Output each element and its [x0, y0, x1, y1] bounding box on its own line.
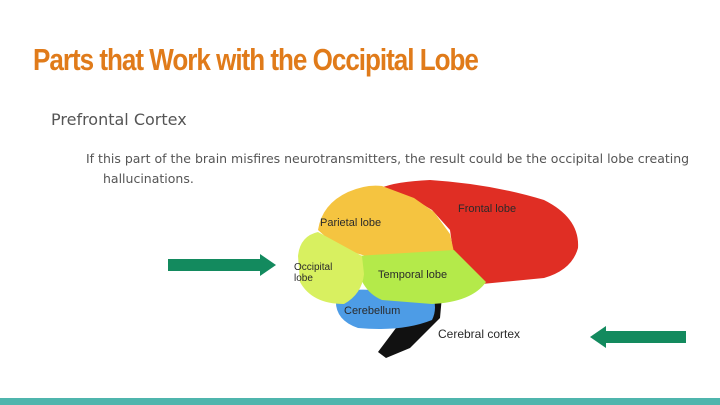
arrow-right-icon: [168, 254, 276, 276]
label-cerebral-cortex: Cerebral cortex: [438, 327, 520, 341]
slide-title: Parts that Work with the Occipital Lobe: [33, 42, 479, 77]
label-occipital-line1: Occipital: [294, 262, 332, 273]
label-cerebellum: Cerebellum: [344, 305, 400, 317]
temporal-lobe-region: [356, 250, 486, 304]
parietal-lobe-region: [318, 185, 454, 256]
brain-diagram: Frontal lobe Parietal lobe Occipital lob…: [294, 180, 579, 358]
bullet-level2: If this part of the brain misfires neuro…: [86, 151, 690, 186]
arrow-left-icon: [590, 326, 686, 348]
label-frontal-lobe: Frontal lobe: [458, 203, 516, 215]
label-parietal-lobe: Parietal lobe: [320, 217, 381, 229]
label-temporal-lobe: Temporal lobe: [378, 269, 447, 281]
occipital-lobe-region: [298, 232, 364, 304]
label-occipital-line2: lobe: [294, 273, 313, 284]
bullet-level1-text: Prefrontal Cortex: [51, 110, 187, 129]
frontal-lobe-region: [374, 180, 579, 284]
accent-bar: [0, 398, 720, 405]
bullet-level1: Prefrontal Cortex: [51, 110, 187, 129]
